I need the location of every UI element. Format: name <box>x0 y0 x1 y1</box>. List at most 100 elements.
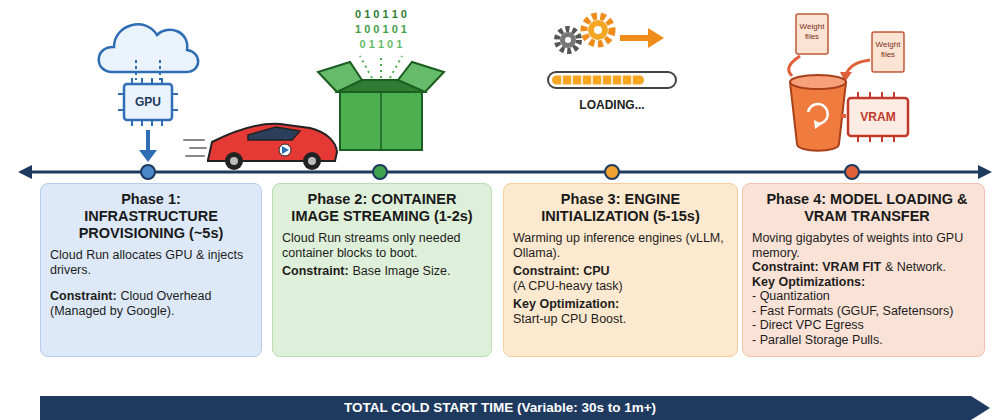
phase-text: Moving gigabytes of weights into GPU mem… <box>752 231 963 260</box>
gears-loading-icon-part <box>560 32 576 48</box>
vram-transfer-icon-part <box>848 98 908 136</box>
phase-box: Phase 1: INFRASTRUCTURE PROVISIONING (~5… <box>40 183 262 357</box>
phase-paragraph: Constraint: VRAM FIT & Network. <box>752 260 975 275</box>
cloud-gpu-icon-part-part <box>118 109 124 111</box>
race-car-icon-part <box>279 144 291 156</box>
container-box-icon-part-part <box>360 56 372 78</box>
phase-key-text: Constraint: CPU <box>513 264 610 278</box>
phase-paragraph: - Parallel Storage Pulls. <box>752 333 975 348</box>
timeline-part <box>30 171 980 174</box>
phase-paragraph: Cloud Run streams only needed container … <box>282 231 482 260</box>
gears-loading-icon-part <box>620 35 650 41</box>
timeline-dots-part <box>605 165 619 179</box>
cloud-gpu-icon-part-part <box>161 120 163 126</box>
race-car-icon-part <box>184 140 206 156</box>
race-car-icon-part <box>282 146 289 154</box>
cloud-gpu-icon-part <box>139 150 157 162</box>
phase-key-text: Constraint: <box>50 289 117 303</box>
phase-text: & Network. <box>885 260 946 274</box>
timeline-dots-part <box>845 165 859 179</box>
phase-paragraph: - Fast Formats (GGUF, Safetensors) <box>752 304 975 319</box>
cloud-gpu-icon-part-part <box>131 78 133 84</box>
timeline-dots-part <box>373 165 387 179</box>
phase-text: (A CPU-heavy task) <box>513 279 623 293</box>
cloud-gpu-icon-part-part <box>151 120 153 126</box>
phase-paragraph: - Quantization <box>752 289 975 304</box>
race-car-icon-part <box>230 157 238 165</box>
race-car-icon-part-part <box>190 147 206 149</box>
total-time-text: TOTAL COLD START TIME (Variable: 30s to … <box>40 396 990 420</box>
gears-loading-icon-part <box>648 28 664 48</box>
container-box-icon-part <box>398 62 444 92</box>
container-box-icon-part <box>360 56 402 78</box>
phase-heading: Phase 4: MODEL LOADING & VRAM TRANSFER <box>752 191 982 225</box>
phase-paragraph: Constraint:Cloud Overhead (Managed by Go… <box>50 289 252 318</box>
phase-title: Phase 4: MODEL LOADING & VRAM TRANSFER <box>766 191 967 224</box>
vram-transfer-icon-part <box>840 114 846 118</box>
vram-transfer-icon-part <box>796 14 828 54</box>
vram-transfer-icon-part <box>872 32 904 72</box>
phase-text: Cloud Run allocates GPU & injects driver… <box>50 248 243 277</box>
bar-arrow-shape <box>40 396 990 420</box>
phase-key-text: Constraint: VRAM FIT <box>752 260 881 274</box>
cloud-gpu-icon-part-part <box>151 78 153 84</box>
cloud-gpu-icon-part-part <box>172 109 178 111</box>
phase-text: Base Image Size. <box>352 264 450 278</box>
phase-heading: Phase 2: CONTAINER IMAGE STREAMING (1-2s… <box>282 191 482 225</box>
cloud-gpu-icon-part <box>135 60 137 80</box>
phase-paragraph: Key Optimization: <box>513 297 728 312</box>
phase-title: Phase 3: ENGINE INITIALIZATION (5-15s) <box>541 191 699 224</box>
vram-label: VRAM <box>849 110 907 124</box>
phase-text: - Parallel Storage Pulls. <box>752 333 883 347</box>
binary-digits: 1 0 0 1 0 1 <box>326 23 436 36</box>
phase-heading: Phase 1: INFRASTRUCTURE PROVISIONING (~5… <box>65 191 237 242</box>
phase-text: Cloud Run streams only needed container … <box>282 231 461 260</box>
phase-paragraph: Constraint: CPU <box>513 264 728 279</box>
gears-loading-icon-part-part <box>571 75 573 85</box>
race-car-icon-part-part <box>184 139 204 141</box>
gears-loading-icon-part <box>594 26 602 34</box>
race-car-icon-part <box>225 152 243 170</box>
vram-transfer-icon-part-part <box>857 92 859 98</box>
phase-box: Phase 3: ENGINE INITIALIZATION (5-15s) Wa… <box>503 183 738 357</box>
phase-key-text: Key Optimizations: <box>752 275 865 289</box>
cloud-gpu-icon <box>99 24 198 162</box>
vram-transfer-icon-part <box>814 120 822 129</box>
phase-text: Start-up CPU Boost. <box>513 312 626 326</box>
loading-label: LOADING... <box>557 98 667 112</box>
timeline-part <box>978 165 992 179</box>
phase-box: Phase 2: CONTAINER IMAGE STREAMING (1-2s… <box>272 183 492 357</box>
vram-transfer-icon-part <box>789 56 800 76</box>
cloud-gpu-icon-part <box>146 130 150 152</box>
phase-key-text: Key Optimization: <box>513 297 619 311</box>
total-time-bar: TOTAL COLD START TIME (Variable: 30s to … <box>40 396 990 420</box>
cloud-gpu-icon-part-part <box>161 78 163 84</box>
gears-loading-icon-part <box>548 72 676 88</box>
gears-loading-icon-part-part <box>611 75 613 85</box>
cloud-gpu-icon-part-part <box>172 93 178 95</box>
vram-transfer-icon-part-part <box>869 92 871 98</box>
race-car-icon-part <box>303 152 321 170</box>
vram-transfer-icon-part-part <box>857 136 859 142</box>
phase-paragraph: Moving gigabytes of weights into GPU mem… <box>752 231 975 260</box>
vram-transfer-icon-part <box>790 75 846 89</box>
phase-paragraph: - Direct VPC Egress <box>752 318 975 333</box>
gears-loading-icon-part <box>562 75 632 85</box>
cloud-gpu-icon-part-part <box>141 120 143 126</box>
timeline <box>18 165 992 179</box>
phase-text: - Quantization <box>752 289 830 303</box>
phase-box: Phase 4: MODEL LOADING & VRAM TRANSFER Mo… <box>742 183 985 357</box>
phase-title: Phase 1: INFRASTRUCTURE PROVISIONING (~5… <box>79 191 224 241</box>
gears-loading-icon-part-part <box>601 75 603 85</box>
vram-transfer-icon-part-part <box>881 136 883 142</box>
vram-transfer-icon-part-part <box>881 92 883 98</box>
race-car-icon-part-part <box>186 155 204 157</box>
race-car-icon-part <box>248 127 300 140</box>
gears-loading-icon-part <box>552 76 644 85</box>
phase-title: Phase 2: CONTAINER IMAGE STREAMING (1-2s… <box>291 191 472 224</box>
container-box-icon-part-part <box>390 56 402 78</box>
vram-transfer-icon-part <box>790 82 846 151</box>
cloud-gpu-icon-part <box>159 60 161 80</box>
phase-paragraph: Warming up inference engines (vLLM, Olla… <box>513 231 728 260</box>
